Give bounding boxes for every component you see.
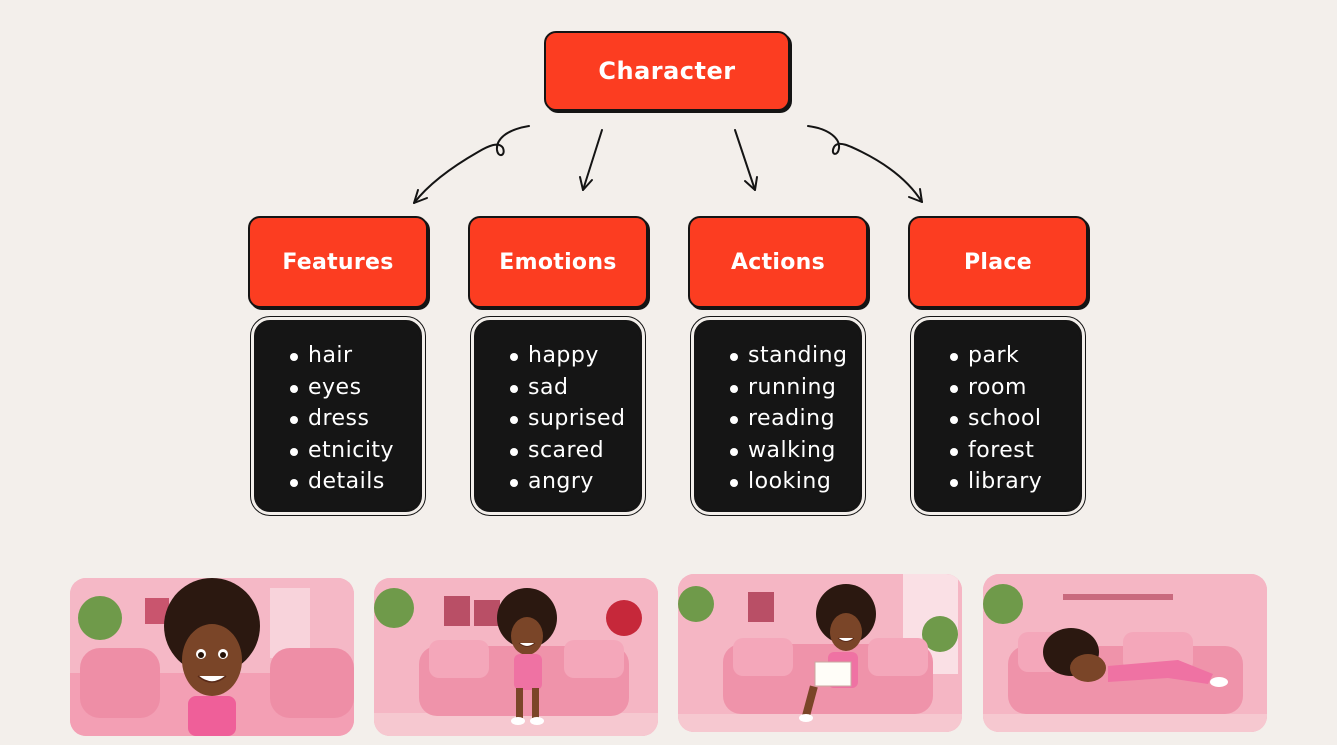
list-item: suprised (476, 403, 640, 435)
arrow-to-emotions (582, 129, 603, 191)
actions-list: standing running reading walking looking (690, 316, 866, 516)
category-actions: Actions (688, 216, 868, 308)
list-item: standing (696, 340, 860, 372)
list-item: etnicity (256, 435, 420, 467)
emotions-list: happy sad suprised scared angry (470, 316, 646, 516)
list-item: room (916, 372, 1080, 404)
list-item: eyes (256, 372, 420, 404)
arrow-to-features (413, 125, 530, 204)
list-item: forest (916, 435, 1080, 467)
list-item: angry (476, 466, 640, 498)
girl-sitting-on-sofa-image (374, 578, 658, 736)
list-item: details (256, 466, 420, 498)
list-item: looking (696, 466, 860, 498)
arrow-to-actions (734, 129, 756, 191)
arrow-to-place (807, 125, 923, 203)
list-item: library (916, 466, 1080, 498)
place-list: park room school forest library (910, 316, 1086, 516)
girl-reading-on-sofa-image (678, 574, 962, 732)
list-item: dress (256, 403, 420, 435)
girl-portrait-on-sofa-image (70, 578, 354, 736)
list-item: scared (476, 435, 640, 467)
list-item: walking (696, 435, 860, 467)
root-node-character: Character (544, 31, 790, 111)
category-place: Place (908, 216, 1088, 308)
list-item: school (916, 403, 1080, 435)
list-item: happy (476, 340, 640, 372)
list-item: sad (476, 372, 640, 404)
category-features: Features (248, 216, 428, 308)
girl-lying-on-sofa-image (983, 574, 1267, 732)
category-emotions: Emotions (468, 216, 648, 308)
list-item: park (916, 340, 1080, 372)
list-item: hair (256, 340, 420, 372)
list-item: reading (696, 403, 860, 435)
features-list: hair eyes dress etnicity details (250, 316, 426, 516)
list-item: running (696, 372, 860, 404)
